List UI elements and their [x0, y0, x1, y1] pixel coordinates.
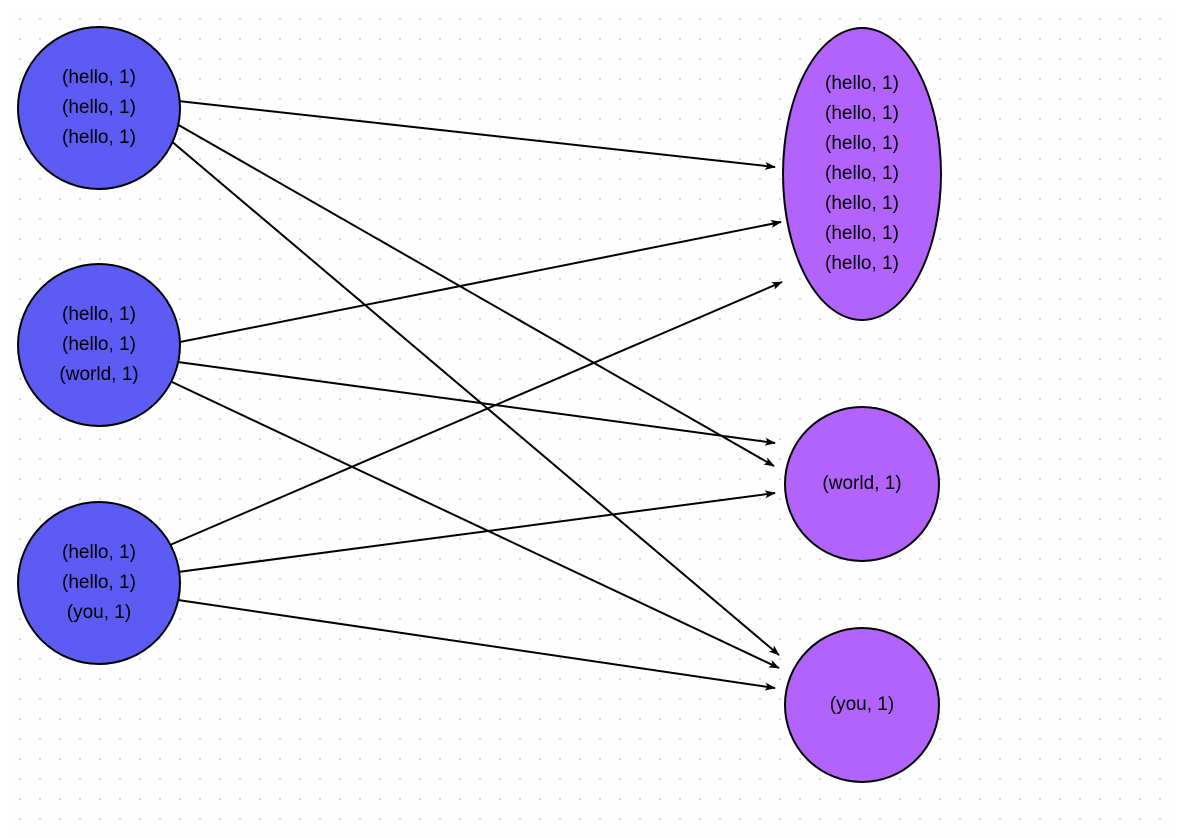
- edge-map3-to-you: [177, 599, 776, 691]
- target-node-label-line: (world, 1): [822, 473, 902, 494]
- target-node-label-line: (hello, 1): [825, 253, 899, 274]
- source-node-label-line: (you, 1): [66, 602, 132, 623]
- edge-map1-to-world: [174, 122, 775, 467]
- source-node-label-line: (world, 1): [59, 364, 139, 385]
- mapper-output-1[interactable]: (hello, 1) (hello, 1) (hello, 1): [17, 26, 181, 190]
- source-node-label-line: (hello, 1): [62, 334, 136, 355]
- source-node-label-line: (hello, 1): [62, 127, 136, 148]
- edge-map3-to-hello: [169, 281, 783, 546]
- target-node-label-line: (hello, 1): [825, 163, 899, 184]
- mapper-output-2[interactable]: (hello, 1) (hello, 1) (world, 1): [17, 263, 181, 427]
- target-node-label-line: (hello, 1): [825, 193, 899, 214]
- edge-map2-to-hello: [179, 220, 782, 343]
- source-node-label-line: (hello, 1): [62, 542, 136, 563]
- edge-map1-to-you: [169, 139, 780, 656]
- edge-map1-to-hello: [177, 100, 776, 170]
- target-node-label-line: (hello, 1): [825, 133, 899, 154]
- edges-group: [169, 100, 783, 691]
- target-node-label-line: (hello, 1): [825, 103, 899, 124]
- source-node-label-line: (hello, 1): [62, 304, 136, 325]
- source-node-label-line: (hello, 1): [62, 97, 136, 118]
- target-node-label-line: (hello, 1): [825, 223, 899, 244]
- source-node-label-line: (hello, 1): [62, 572, 136, 593]
- reducer-input-world[interactable]: (world, 1): [784, 406, 940, 562]
- edge-map2-to-you: [171, 381, 780, 669]
- target-node-label-line: (you, 1): [829, 694, 895, 715]
- edge-map2-to-world: [177, 361, 776, 446]
- dot-grid-background: [6, 7, 1175, 838]
- source-node-label-line: (hello, 1): [62, 67, 136, 88]
- reducer-input-hello[interactable]: (hello, 1) (hello, 1) (hello, 1) (hello, 1)…: [782, 27, 942, 321]
- reducer-input-you[interactable]: (you, 1): [784, 627, 940, 783]
- mapper-output-3[interactable]: (hello, 1) (hello, 1) (you, 1): [17, 501, 181, 665]
- edge-map3-to-world: [177, 490, 776, 573]
- target-node-label-line: (hello, 1): [825, 73, 899, 94]
